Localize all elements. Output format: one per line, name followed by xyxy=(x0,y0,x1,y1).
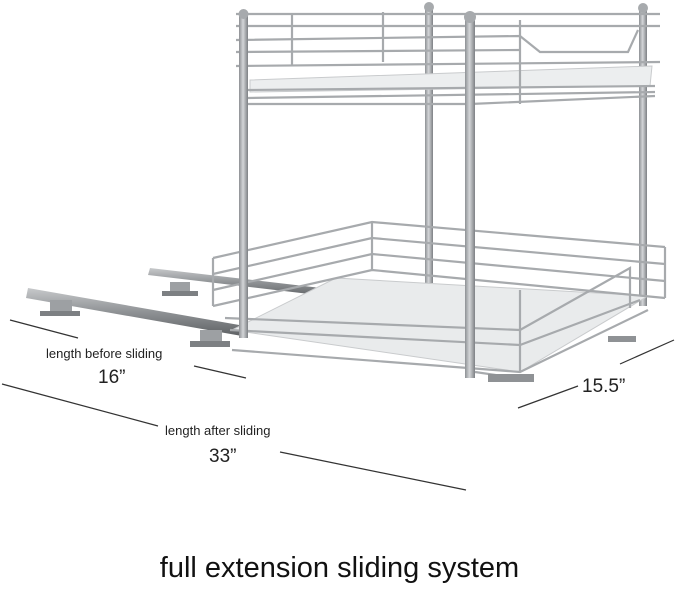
before-dim-left xyxy=(9,319,79,339)
after-dim-left xyxy=(1,383,159,427)
length-before-label: length before sliding xyxy=(46,346,163,361)
depth-dim-left xyxy=(517,385,579,409)
before-dim-right xyxy=(193,365,247,379)
bottom-shelf xyxy=(211,220,667,382)
caption: full extension sliding system xyxy=(159,552,520,584)
length-after-value: 33” xyxy=(209,446,237,467)
top-shelf xyxy=(235,12,661,106)
front-posts xyxy=(238,9,476,378)
back-posts xyxy=(424,2,648,306)
depth-dim-right xyxy=(619,339,675,365)
depth-value: 15.5” xyxy=(582,376,626,397)
front-slide-rail xyxy=(26,288,245,347)
dimension-lines xyxy=(1,319,675,491)
length-before-value: 16” xyxy=(98,367,126,388)
length-after-label: length after sliding xyxy=(165,423,271,438)
after-dim-right xyxy=(279,451,467,491)
